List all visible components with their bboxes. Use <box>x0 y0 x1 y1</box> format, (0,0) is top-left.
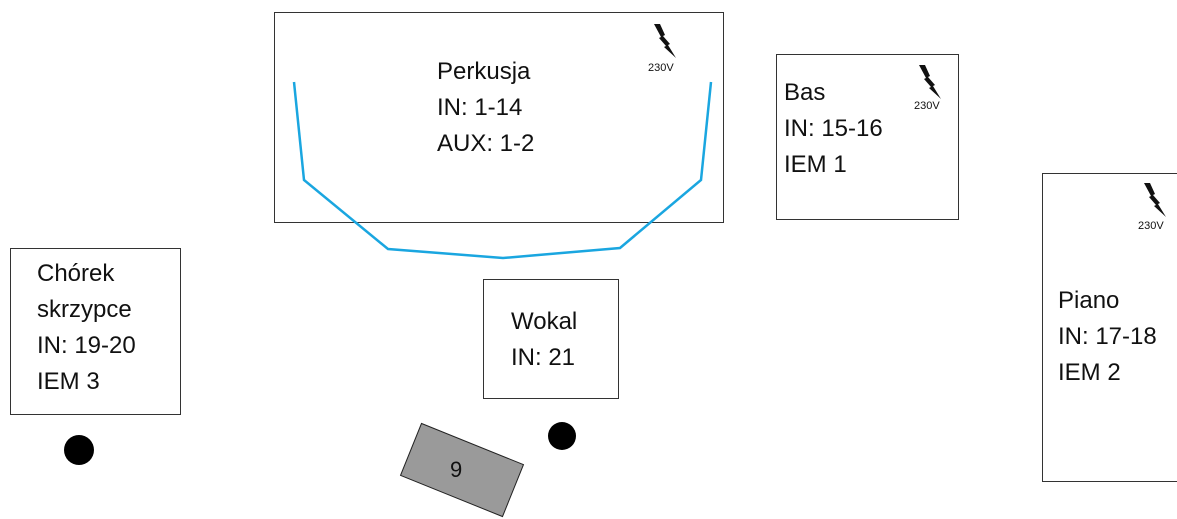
vocal-inputs: IN: 21 <box>511 344 576 371</box>
piano-box <box>1042 173 1177 482</box>
piano-iem: IEM 2 <box>1058 359 1121 386</box>
choir-name-line2: skrzypce <box>37 296 132 323</box>
piano-power: 230V <box>1138 220 1164 232</box>
wedge-label: 9 <box>450 457 463 482</box>
vocal-mic-stand <box>548 422 576 450</box>
bass-labels: Bas IN: 15-16 IEM 1 <box>784 75 883 183</box>
piano-labels: Piano IN: 17-18 IEM 2 <box>1058 283 1157 391</box>
bass-name: Bas <box>784 79 826 106</box>
power-icon <box>1144 183 1166 217</box>
bass-power: 230V <box>914 100 940 112</box>
power-icon <box>654 24 676 58</box>
drums-box <box>274 12 724 223</box>
vocal-name: Wokal <box>511 308 578 335</box>
choir-mic-stand <box>64 435 94 465</box>
drums-power: 230V <box>648 62 674 74</box>
choir-box <box>10 248 181 415</box>
piano-name: Piano <box>1058 287 1120 314</box>
drums-inputs: IN: 1-14 <box>437 94 523 121</box>
choir-iem: IEM 3 <box>37 368 100 395</box>
monitor-wedge <box>399 422 525 518</box>
drum-riser-outline <box>292 81 713 260</box>
piano-inputs: IN: 17-18 <box>1058 323 1157 350</box>
drums-labels: Perkusja IN: 1-14 AUX: 1-2 <box>437 54 534 162</box>
power-icon <box>919 65 941 99</box>
drums-name: Perkusja <box>437 58 531 85</box>
vocal-labels: Wokal IN: 21 <box>511 304 577 376</box>
choir-labels: Chórek skrzypce IN: 19-20 IEM 3 <box>37 256 136 400</box>
bass-iem: IEM 1 <box>784 151 847 178</box>
drums-aux: AUX: 1-2 <box>437 130 535 157</box>
choir-name-line1: Chórek <box>37 260 115 287</box>
choir-inputs: IN: 19-20 <box>37 332 136 359</box>
vocal-box <box>483 279 619 399</box>
bass-inputs: IN: 15-16 <box>784 115 883 142</box>
